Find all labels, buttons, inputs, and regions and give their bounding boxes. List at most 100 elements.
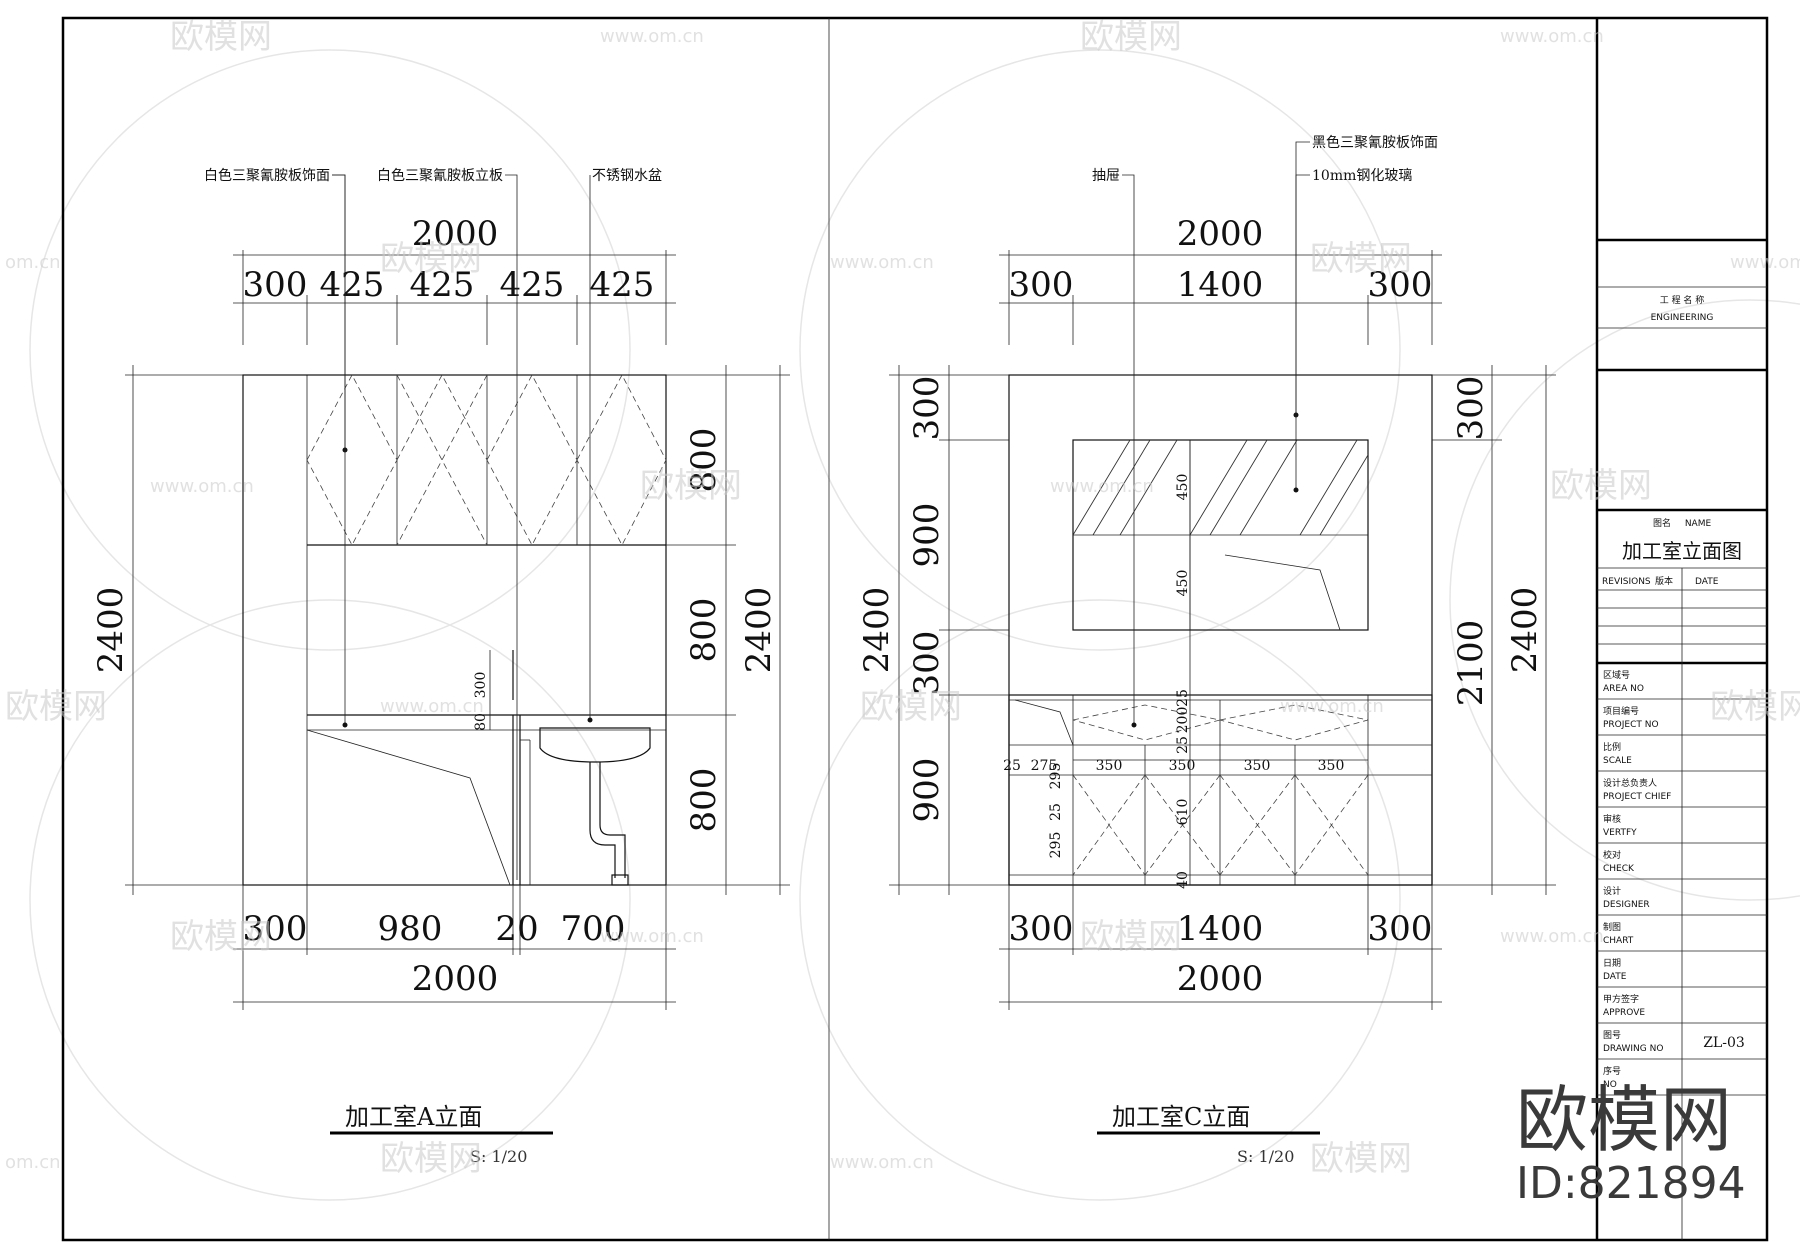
tb-revisions: REVISIONS xyxy=(1602,577,1651,587)
wm-brand-7: 欧模网 xyxy=(5,687,107,727)
c-left-seg-1: 300 xyxy=(907,376,947,441)
a-top-seg-4: 425 xyxy=(500,265,565,305)
a-callout-1: 白色三聚氰胺板饰面 xyxy=(204,167,330,184)
drawing-frame xyxy=(61,16,1769,1242)
tb-row-label-cn: 制图 xyxy=(1603,921,1621,933)
c-right-seg-1: 300 xyxy=(1451,376,1491,441)
a-outline xyxy=(242,374,667,886)
a-bottom-seg-4: 700 xyxy=(561,909,626,949)
tb-project-en: ENGINEERING xyxy=(1651,313,1714,323)
c-scale: S: 1/20 xyxy=(1237,1147,1294,1166)
wm-brand-10: 欧模网 xyxy=(170,917,272,957)
a-right-total: 2400 xyxy=(739,587,779,674)
wm-url-7: www.om.cn xyxy=(380,696,484,717)
tb-row-label-cn: 甲方签字 xyxy=(1603,993,1639,1005)
a-bottom-seg-2: 980 xyxy=(378,909,443,949)
elevation-c: 2000 300 1400 300 300 1400 300 2000 2400… xyxy=(857,134,1556,1166)
c-inner-v-1: 450 xyxy=(1175,474,1191,501)
wm-url-3: www.om.cn xyxy=(830,252,934,273)
wm-brand-11: 欧模网 xyxy=(1080,917,1182,957)
tb-name-cn: 图名 xyxy=(1653,517,1671,529)
tb-row-label-cn: 设计总负责人 xyxy=(1603,777,1657,789)
wm-brand-6: 欧模网 xyxy=(1550,466,1652,506)
c-callout-1: 抽屉 xyxy=(1092,168,1120,184)
tb-row-label-cn: 比例 xyxy=(1603,741,1621,753)
tb-date-header: DATE xyxy=(1695,577,1719,587)
a-top-seg-5: 425 xyxy=(590,265,655,305)
wm-url-6: www.om.cn xyxy=(1050,476,1154,497)
tb-row-label-cn: 序号 xyxy=(1603,1065,1621,1077)
wm-id: ID:821894 xyxy=(1516,1158,1746,1209)
c-side-small-5: 295 xyxy=(1048,832,1064,859)
wm-brand-1: 欧模网 xyxy=(170,17,272,57)
a-callout-3: 不锈钢水盆 xyxy=(592,168,662,184)
wm-brand-12: 欧模网 xyxy=(380,1139,482,1179)
a-small-dim-2: 80 xyxy=(473,713,489,731)
a-left-total: 2400 xyxy=(91,587,131,674)
wm-url-1: www.om.cn xyxy=(600,26,704,47)
c-bottom-seg-2: 1400 xyxy=(1177,909,1264,949)
wm-brand-3: 欧模网 xyxy=(380,239,482,279)
c-top-seg-3: 300 xyxy=(1368,265,1433,305)
wm-brand-13: 欧模网 xyxy=(1310,1139,1412,1179)
c-top-seg-2: 1400 xyxy=(1177,265,1264,305)
c-side-small-3: 295 xyxy=(1048,763,1064,790)
a-top-seg-1: 300 xyxy=(243,265,308,305)
a-right-seg-1: 800 xyxy=(684,428,724,493)
c-side-small-4: 25 xyxy=(1048,803,1064,821)
tb-row-label-en: DATE xyxy=(1603,972,1627,982)
tb-row-label-en: NO xyxy=(1603,1080,1617,1090)
tb-project-cn: 工 程 名 称 xyxy=(1660,294,1705,306)
c-title: 加工室C立面 xyxy=(1112,1103,1250,1131)
tb-row-label-cn: 校对 xyxy=(1603,849,1621,861)
tb-name-en: NAME xyxy=(1685,519,1712,529)
elevation-a: 2000 300 425 425 425 425 300 980 20 700 … xyxy=(91,167,790,1166)
wm-url-10: www.om.cn xyxy=(1500,926,1604,947)
tb-row-label-en: DRAWING NO xyxy=(1603,1044,1663,1054)
c-drawer-w-3: 350 xyxy=(1244,758,1271,774)
tb-revisions-cn: 版本 xyxy=(1655,575,1673,587)
tb-row-label-cn: 审核 xyxy=(1603,813,1621,825)
a-scale: S: 1/20 xyxy=(470,1147,527,1166)
sink xyxy=(539,727,651,763)
tb-row-label-cn: 日期 xyxy=(1603,958,1621,969)
c-top-seg-1: 300 xyxy=(1009,265,1074,305)
c-left-seg-3: 300 xyxy=(907,631,947,696)
c-inner-v-2: 450 xyxy=(1175,570,1191,597)
c-right-total: 2400 xyxy=(1505,587,1545,674)
a-top-seg-2: 425 xyxy=(320,265,385,305)
a-callout-2: 白色三聚氰胺板立板 xyxy=(377,167,503,184)
wm-brand-2: 欧模网 xyxy=(1080,17,1182,57)
a-bottom-total: 2000 xyxy=(412,959,499,999)
a-right-seg-3: 800 xyxy=(684,768,724,833)
c-inner-v-4: 200 xyxy=(1175,707,1191,734)
wm-brand-8: 欧模网 xyxy=(860,687,962,727)
tb-row-label-en: PROJECT CHIEF xyxy=(1603,792,1671,802)
c-inner-v-5: 25 xyxy=(1175,736,1191,754)
wm-short-2: om.cn xyxy=(5,1152,61,1173)
a-bottom-seg-1: 300 xyxy=(243,909,308,949)
a-side-panel xyxy=(242,374,308,886)
a-right-seg-2: 800 xyxy=(684,598,724,663)
c-bottom-total: 2000 xyxy=(1177,959,1264,999)
c-left-seg-4: 900 xyxy=(907,758,947,823)
tb-row-label-cn: 项目编号 xyxy=(1603,705,1639,717)
c-bottom-seg-1: 300 xyxy=(1009,909,1074,949)
c-inner-v-6: 610 xyxy=(1175,799,1191,826)
a-title: 加工室A立面 xyxy=(345,1103,482,1131)
wm-url-2: www.om.cn xyxy=(1500,26,1604,47)
wm-url-8: www.om.cn xyxy=(1280,696,1384,717)
c-drawer-w-4: 350 xyxy=(1318,758,1345,774)
tb-row-value: ZL-03 xyxy=(1703,1035,1745,1051)
c-left-total: 2400 xyxy=(857,587,897,674)
tb-row-label-cn: 设计 xyxy=(1603,885,1621,897)
a-small-dim-1: 300 xyxy=(473,672,489,699)
tb-row-label-en: AREA NO xyxy=(1603,684,1644,694)
wm-brand-5: 欧模网 xyxy=(640,466,742,506)
watermarks: 欧模网 www.om.cn 欧模网 www.om.cn om.cn 欧模网 ww… xyxy=(5,17,1800,1209)
c-top-total: 2000 xyxy=(1177,214,1264,254)
tb-row-label-cn: 图号 xyxy=(1603,1030,1621,1041)
wm-brand-big: 欧模网 xyxy=(1516,1078,1732,1162)
